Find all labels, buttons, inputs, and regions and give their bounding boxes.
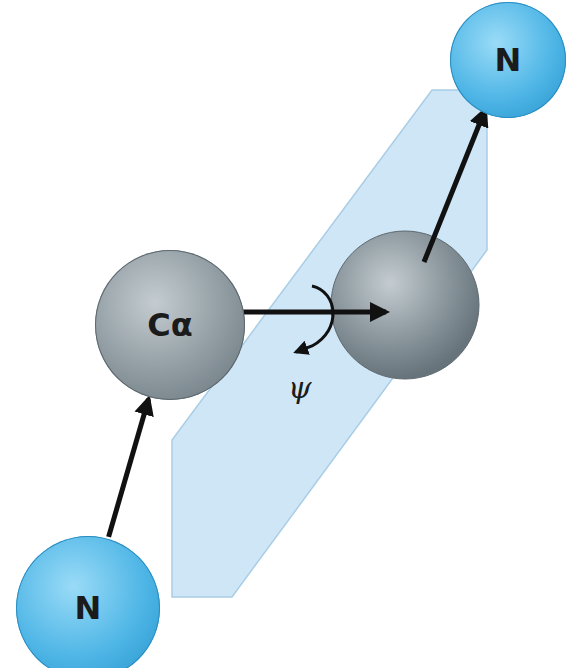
rotation-arrow [296,286,333,352]
atom-label: N [495,41,522,79]
atom-label: N [75,589,102,627]
atom-circle: N [450,2,566,118]
carbon-atom [331,231,479,379]
torsion-label: ψ [288,370,312,405]
bond-arrow [109,399,149,537]
bond-arrow [424,110,485,262]
atom-circle: Cα [95,250,245,400]
atom-circle: N [16,536,160,668]
atom-label: Cα [147,306,192,344]
